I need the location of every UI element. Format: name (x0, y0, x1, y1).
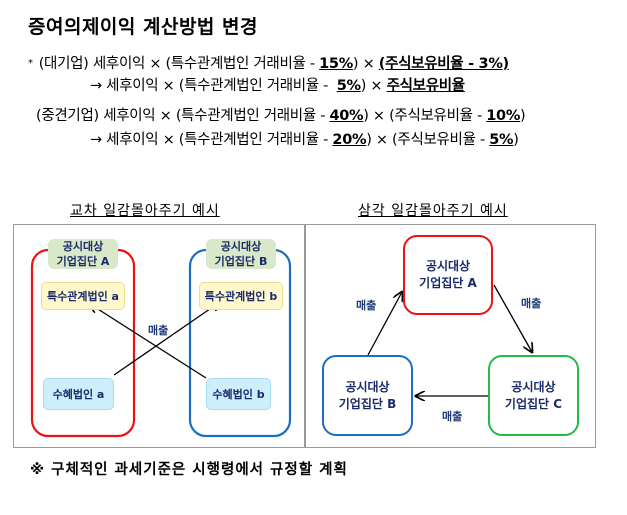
rate-value: 5% (489, 132, 514, 148)
rate-value: 주식보유비율 (386, 78, 466, 94)
footnote: ※ 구체적인 과세기준은 시행령에서 규정할 계획 (30, 462, 348, 478)
triangle-section-title: 삼각 일감몰아주기 예시 (358, 203, 508, 219)
formula-text: ) × (352, 56, 379, 72)
formula-label-mid: (중견기업) (36, 108, 99, 124)
formula-text: ) (520, 108, 526, 124)
rate-value: 5% (336, 78, 361, 94)
formula-text: ) (513, 132, 519, 148)
node-line: 기업집단 C (504, 396, 563, 411)
rate-value: 10% (486, 108, 521, 124)
beneficiary-b: 수혜법인 b (206, 378, 271, 410)
sales-label-left: 매출 (356, 299, 377, 312)
rate-value: (주식보유비율 - 3%) (378, 56, 509, 72)
node-line: 공시대상 (345, 379, 390, 394)
rate-value: 15% (319, 56, 353, 72)
formula-text: 세후이익 × (특수관계법인 거래비율 - (92, 56, 320, 72)
sales-label-right: 매출 (521, 297, 542, 310)
asterisk-marker: * (28, 58, 33, 69)
beneficiary-a: 수혜법인 a (43, 378, 114, 410)
related-company-a: 특수관계법인 a (41, 282, 125, 310)
rate-value: 40% (329, 108, 364, 124)
triangle-diagram-lines (367, 284, 597, 449)
formula-label-large: (대기업) (38, 56, 89, 72)
node-line: 공시대상 (511, 379, 556, 394)
group-label-line: 기업집단 B (214, 255, 268, 268)
sales-label: 매출 (148, 324, 169, 337)
related-company-b: 특수관계법인 b (199, 282, 283, 310)
group-label-line: 기업집단 A (56, 255, 110, 268)
formula-text: 세후이익 × (특수관계법인 거래비율 - (103, 108, 330, 124)
formula-mid-new: → 세후이익 × (특수관계법인 거래비율 - 20%) × (주식보유비율 -… (90, 128, 519, 149)
formula-text: ) × (주식보유비율 - (366, 132, 490, 148)
formula-text: → 세후이익 × (특수관계법인 거래비율 - (90, 132, 333, 148)
formula-large-new: → 세후이익 × (특수관계법인 거래비율 - 5%) × 주식보유비율 (90, 74, 465, 95)
rate-value: 20% (332, 132, 367, 148)
node-line: 기업집단 B (338, 396, 397, 411)
cross-section-title: 교차 일감몰아주기 예시 (70, 203, 220, 219)
formula-text: ) × (360, 78, 387, 94)
page-title: 증여의제이익 계산방법 변경 (28, 16, 258, 38)
group-label-line: 공시대상 (62, 240, 104, 253)
sales-label-bottom: 매출 (442, 410, 463, 423)
node-line: 공시대상 (425, 259, 471, 273)
formula-text: ) × (주식보유비율 - (363, 108, 487, 124)
node-line: 기업집단 A (419, 276, 477, 290)
group-label-line: 공시대상 (220, 240, 262, 253)
formula-large-old: * (대기업) 세후이익 × (특수관계법인 거래비율 - 15%) × (주식보… (28, 52, 509, 73)
formula-mid-old: (중견기업) 세후이익 × (특수관계법인 거래비율 - 40%) × (주식보… (36, 104, 526, 125)
formula-text: → 세후이익 × (특수관계법인 거래비율 - (90, 78, 333, 94)
